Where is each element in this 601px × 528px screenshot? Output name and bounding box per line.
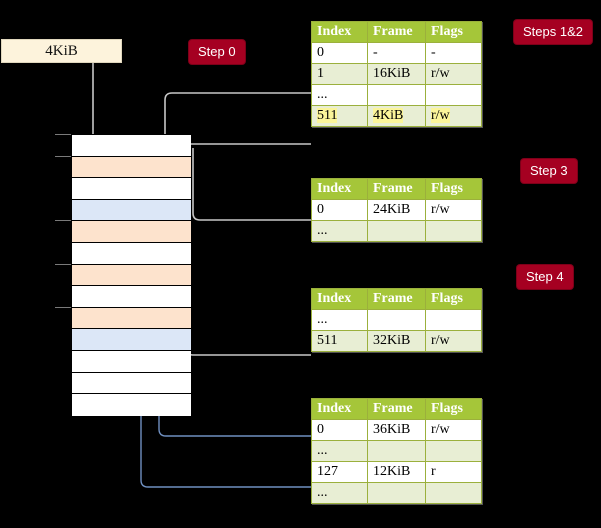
cell-frame <box>367 440 426 462</box>
cell-frame: 12KiB <box>367 461 426 483</box>
cell-frame <box>367 309 426 331</box>
memory-frame-row <box>72 199 191 222</box>
memory-frame-row <box>72 351 191 373</box>
cell-index: ... <box>311 440 368 462</box>
memory-row-tick <box>55 134 71 135</box>
highlighted-value: r/w <box>431 108 450 123</box>
table-row: 0-- <box>311 42 482 64</box>
cell-flags: - <box>425 42 482 64</box>
cell-index: ... <box>311 309 368 331</box>
cell-flags <box>425 440 482 462</box>
page-size-label: 4KiB <box>45 43 78 59</box>
table-row: ... <box>311 220 482 242</box>
memory-frame-row <box>72 156 191 179</box>
memory-frame-row <box>72 243 191 265</box>
cell-frame <box>367 220 426 242</box>
column-header-index: Index <box>311 21 368 43</box>
memory-row-tick <box>55 306 71 308</box>
cell-flags <box>425 220 482 242</box>
cell-index: 1 <box>311 63 368 85</box>
cell-frame <box>367 482 426 504</box>
cell-index: 0 <box>311 42 368 64</box>
cell-index: 511 <box>311 105 368 127</box>
physical-memory-column <box>71 134 191 416</box>
step-badge-step4: Step 4 <box>517 265 573 289</box>
cell-frame: 24KiB <box>367 199 426 221</box>
cell-flags: r/w <box>425 330 482 352</box>
cell-index: ... <box>311 84 368 106</box>
column-header-flags: Flags <box>425 398 482 420</box>
cell-frame: 16KiB <box>367 63 426 85</box>
wire-step3-down <box>192 148 311 221</box>
column-header-flags: Flags <box>425 288 482 310</box>
highlighted-value: 4KiB <box>373 108 404 123</box>
memory-frame-row <box>72 264 191 287</box>
cell-flags <box>425 309 482 331</box>
column-header-flags: Flags <box>425 178 482 200</box>
memory-frame-row <box>72 178 191 200</box>
cell-index: ... <box>311 482 368 504</box>
cell-index: ... <box>311 220 368 242</box>
wire-step3-curve <box>179 153 311 220</box>
column-header-frame: Frame <box>367 288 426 310</box>
table-row: ... <box>311 84 482 106</box>
step-badge-step3: Step 3 <box>521 159 577 183</box>
table-row: ... <box>311 440 482 462</box>
cell-flags: r/w <box>425 419 482 441</box>
column-header-frame: Frame <box>367 398 426 420</box>
column-header-frame: Frame <box>367 21 426 43</box>
memory-frame-row <box>72 286 191 308</box>
column-header-index: Index <box>311 288 368 310</box>
cell-frame: 32KiB <box>367 330 426 352</box>
column-header-index: Index <box>311 398 368 420</box>
cell-index: 127 <box>311 461 368 483</box>
cell-frame: - <box>367 42 426 64</box>
memory-frame-row <box>72 221 191 243</box>
cell-frame: 36KiB <box>367 419 426 441</box>
cell-flags: r/w <box>425 199 482 221</box>
memory-frame-row <box>72 372 191 395</box>
cell-frame: 4KiB <box>367 105 426 127</box>
wire-step4-up <box>180 301 311 356</box>
memory-frame-row <box>72 135 191 157</box>
table-row: 511 4KiB r/w <box>311 105 482 127</box>
memory-frame-row <box>72 394 191 416</box>
memory-frame-row <box>72 307 191 330</box>
cell-frame <box>367 84 426 106</box>
table-row: ... <box>311 482 482 504</box>
column-header-index: Index <box>311 178 368 200</box>
page-size-box: 4KiB <box>1 39 122 63</box>
cell-flags: r <box>425 461 482 483</box>
step-badge-steps1and2: Steps 1&2 <box>514 20 592 44</box>
memory-row-tick <box>55 155 71 157</box>
highlighted-value: 511 <box>317 108 338 123</box>
table-row: ... <box>311 309 482 331</box>
memory-row-tick <box>55 220 71 222</box>
cell-flags: r/w <box>425 63 482 85</box>
cell-index: 0 <box>311 419 368 441</box>
cell-flags <box>425 482 482 504</box>
step-badge-step0: Step 0 <box>189 40 245 64</box>
cell-flags <box>425 84 482 106</box>
memory-row-tick <box>55 263 71 265</box>
memory-frame-row <box>72 329 191 351</box>
cell-flags: r/w <box>425 105 482 127</box>
cell-index: 0 <box>311 199 368 221</box>
column-header-flags: Flags <box>425 21 482 43</box>
column-header-frame: Frame <box>367 178 426 200</box>
cell-index: 511 <box>311 330 368 352</box>
